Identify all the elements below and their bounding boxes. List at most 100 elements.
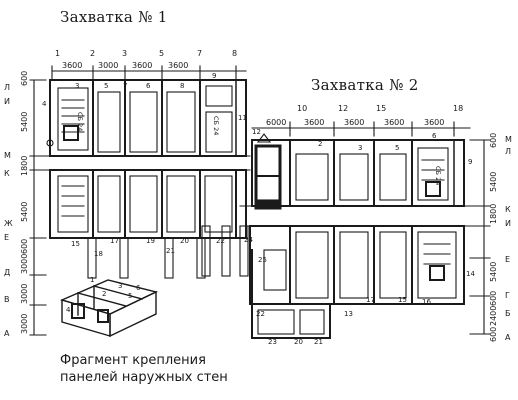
dimension-label: 3600 xyxy=(168,61,188,70)
dimension-label: 5400 xyxy=(20,202,29,222)
plan-labels: 1 2 3 5 7 8 3600 3000 3600 3600 10 12 15… xyxy=(4,49,512,346)
dimension-label: 3000 xyxy=(20,314,29,334)
panel-number: 23 xyxy=(268,338,277,346)
inset-caption: Фрагмент крепления панелей наружных стен xyxy=(60,352,228,386)
panel-number: 25 xyxy=(258,256,267,264)
dimension-label: 5400 xyxy=(489,262,498,282)
row-label: К xyxy=(505,205,511,214)
axis-label: 12 xyxy=(338,104,348,113)
row-label: М xyxy=(4,151,11,160)
panel-number: 22 xyxy=(256,310,265,318)
dimension-label: 600 xyxy=(489,327,498,342)
panel-number: 3 xyxy=(358,144,362,152)
dimension-label: 5400 xyxy=(489,172,498,192)
panel-number: 3 xyxy=(75,82,79,90)
dimension-label: 3000 xyxy=(20,254,29,274)
row-label: Л xyxy=(4,83,10,92)
panel-number: 7 xyxy=(123,82,127,90)
dimension-label: 600 xyxy=(489,291,498,306)
panel-number: 22 xyxy=(216,237,225,245)
panel-number: 21 xyxy=(166,247,175,255)
cb-label: СБ 24 xyxy=(212,116,220,135)
panel-number: 20 xyxy=(294,338,303,346)
row-label: Л xyxy=(505,147,511,156)
row-label: Ж xyxy=(4,219,13,228)
panel-number: 5 xyxy=(395,144,399,152)
axis-label: 2 xyxy=(90,49,95,58)
dimension-label: 3600 xyxy=(424,118,444,127)
axis-label: 18 xyxy=(453,104,463,113)
inset-number: 4 xyxy=(66,306,71,314)
row-label: Г xyxy=(505,291,510,300)
dimension-label: 5400 xyxy=(20,112,29,132)
panel-number: 19 xyxy=(146,237,155,245)
row-label: В xyxy=(4,295,10,304)
axis-label: 10 xyxy=(297,104,307,113)
panel-number: 11 xyxy=(238,114,247,122)
row-label: М xyxy=(505,135,512,144)
dimension-label: 3600 xyxy=(62,61,82,70)
dimension-label: 600 xyxy=(489,133,498,148)
panel-number: 24 xyxy=(244,236,253,244)
axis-label: 5 xyxy=(159,49,164,58)
row-label: Д xyxy=(4,268,10,277)
axis-label: 8 xyxy=(232,49,237,58)
dimension-label: 2400 xyxy=(489,306,498,326)
panel-number: 12 xyxy=(252,128,261,136)
panel-number: 14 xyxy=(466,270,475,278)
inset-axonometric xyxy=(59,279,159,338)
panel-number: 21 xyxy=(314,338,323,346)
caption-line-1: Фрагмент крепления xyxy=(60,353,206,368)
panel-number: 15 xyxy=(71,240,80,248)
row-label: Е xyxy=(505,255,510,264)
axis-label: 7 xyxy=(197,49,202,58)
dimension-label: 1800 xyxy=(20,156,29,176)
dimension-label: 3600 xyxy=(132,61,152,70)
row-label: К xyxy=(4,169,10,178)
zone-2-title: Захватка № 2 xyxy=(311,76,419,94)
dimension-label: 3000 xyxy=(20,284,29,304)
zone-2-plan xyxy=(201,121,491,339)
axis-label: 1 xyxy=(55,49,60,58)
panel-number: 8 xyxy=(180,82,184,90)
panel-number: 9 xyxy=(468,158,472,166)
panel-number: 17 xyxy=(366,296,375,304)
inset-number: 3 xyxy=(118,282,122,290)
dimension-label: 6000 xyxy=(266,118,286,127)
inset-number: 1 xyxy=(90,276,94,284)
row-label: И xyxy=(505,219,511,228)
zone-1-plan xyxy=(29,65,251,336)
panel-number: 13 xyxy=(344,310,353,318)
row-label: Е xyxy=(4,233,9,242)
inset-number: 6 xyxy=(136,284,141,292)
panel-number: 6 xyxy=(146,82,151,90)
dimension-label: 600 xyxy=(20,239,29,254)
panel-number: 2 xyxy=(318,140,322,148)
panel-number: 15 xyxy=(398,296,407,304)
dimension-label: 600 xyxy=(20,71,29,86)
dimension-label: 3000 xyxy=(98,61,118,70)
cb-label: СБ 24 xyxy=(76,112,84,131)
panel-number: 5 xyxy=(104,82,108,90)
axis-label: 3 xyxy=(122,49,127,58)
panel-number: 4 xyxy=(42,100,47,108)
panel-number: 20 xyxy=(180,237,189,245)
row-label: Б xyxy=(505,309,511,318)
inset-number: 5 xyxy=(128,292,132,300)
dimension-label: 3600 xyxy=(384,118,404,127)
panel-number: 16 xyxy=(422,298,431,306)
row-label: А xyxy=(4,329,10,338)
axis-label: 15 xyxy=(376,104,386,113)
dimension-label: 3600 xyxy=(304,118,324,127)
caption-line-2: панелей наружных стен xyxy=(60,370,228,385)
panel-number: 6 xyxy=(432,132,437,140)
row-label: И xyxy=(4,97,10,106)
zone-1-title: Захватка № 1 xyxy=(60,8,168,26)
inset-number: 2 xyxy=(102,290,106,298)
cb-label: СБ 24 xyxy=(434,166,442,185)
dimension-label: 1800 xyxy=(489,204,498,224)
panel-number: 18 xyxy=(94,250,103,258)
panel-number: 17 xyxy=(110,237,119,245)
dimension-label: 3600 xyxy=(344,118,364,127)
